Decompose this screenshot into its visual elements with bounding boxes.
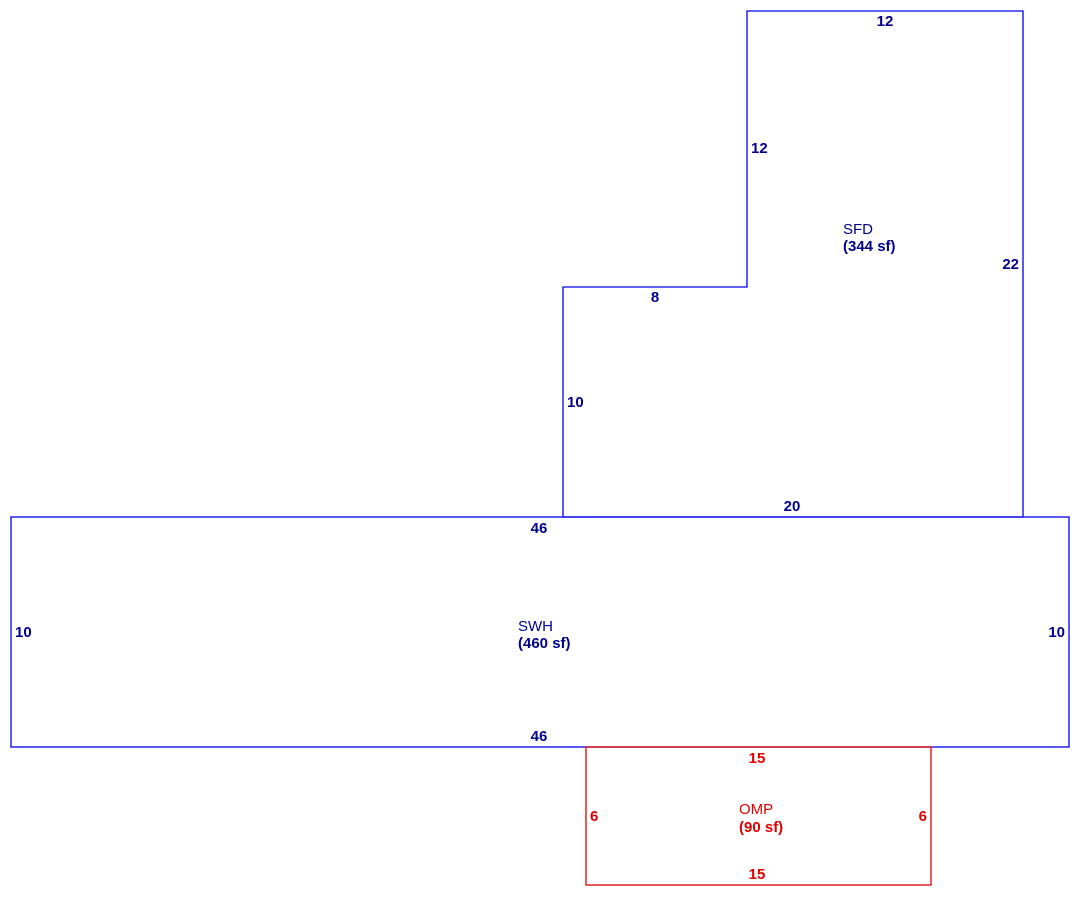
sfd-area-name: SFD	[843, 221, 873, 238]
sfd-right-dimension: 22	[1002, 256, 1019, 273]
sfd-top-dimension: 12	[877, 13, 894, 30]
swh-area-size: (460 sf)	[518, 635, 571, 652]
omp-area-name: OMP	[739, 801, 773, 818]
swh-bottom-dimension: 46	[531, 728, 548, 745]
sfd-area-size: (344 sf)	[843, 238, 896, 255]
swh-top-dimension: 46	[531, 520, 548, 537]
sfd-outline	[562, 10, 1024, 518]
omp-outline	[585, 746, 932, 886]
omp-top-dimension: 15	[749, 750, 766, 767]
sfd-inner-left-dimension: 12	[751, 140, 768, 157]
swh-area-name: SWH	[518, 618, 553, 635]
sfd-bottom-dimension: 20	[784, 498, 801, 515]
omp-left-dimension: 6	[590, 808, 598, 825]
swh-left-dimension: 10	[15, 624, 32, 641]
omp-right-dimension: 6	[919, 808, 927, 825]
sfd-step-dimension: 8	[651, 289, 659, 306]
sfd-left-dimension: 10	[567, 394, 584, 411]
swh-outline	[10, 516, 1070, 748]
omp-bottom-dimension: 15	[749, 866, 766, 883]
swh-right-dimension: 10	[1048, 624, 1065, 641]
omp-area-size: (90 sf)	[739, 819, 783, 836]
